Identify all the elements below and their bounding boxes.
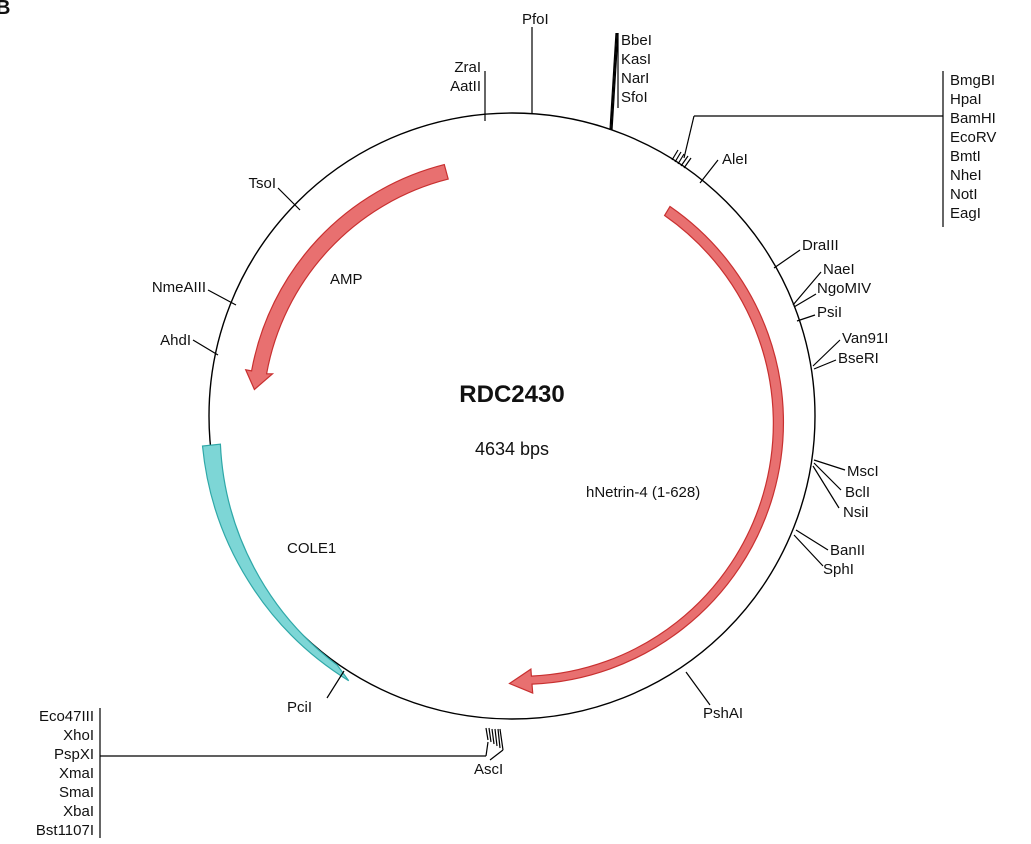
site-nmeaiii: NmeAIII (152, 279, 237, 306)
svg-text:Eco47III: Eco47III (39, 708, 94, 725)
svg-text:NotI: NotI (950, 186, 978, 203)
svg-text:XmaI: XmaI (59, 765, 94, 782)
svg-text:EcoRV: EcoRV (950, 129, 996, 146)
svg-text:NarI: NarI (621, 70, 649, 87)
svg-text:NaeI: NaeI (823, 261, 855, 278)
plasmid-name: RDC2430 (459, 381, 564, 408)
svg-text:Van91I: Van91I (842, 330, 888, 347)
svg-text:SfoI: SfoI (621, 89, 648, 106)
svg-text:PspXI: PspXI (54, 746, 94, 763)
amp-feature-arrow (244, 163, 449, 391)
plasmid-size: 4634 bps (475, 439, 549, 459)
svg-text:AleI: AleI (722, 151, 748, 168)
svg-text:BamHI: BamHI (950, 110, 996, 127)
svg-text:PshAI: PshAI (703, 705, 743, 722)
svg-text:BseRI: BseRI (838, 350, 879, 367)
svg-text:PciI: PciI (287, 699, 312, 716)
site-zrai-aatii: ZraI AatII (450, 59, 486, 121)
svg-text:MscI: MscI (847, 463, 879, 480)
svg-text:PsiI: PsiI (817, 304, 842, 321)
svg-text:BbeI: BbeI (621, 32, 652, 49)
svg-text:BclI: BclI (845, 484, 870, 501)
svg-text:PfoI: PfoI (522, 11, 549, 28)
plasmid-backbone (208, 112, 816, 720)
site-banii-sphi: BanII SphI (793, 529, 865, 578)
svg-text:Bst1107I: Bst1107I (36, 822, 94, 839)
site-naei-ngomiv: NaeI NgoMIV (792, 261, 871, 308)
svg-text:TsoI: TsoI (248, 175, 276, 192)
site-ahdi: AhdI (160, 332, 219, 356)
svg-text:AhdI: AhdI (160, 332, 191, 349)
svg-text:DraIII: DraIII (802, 237, 839, 254)
svg-text:KasI: KasI (621, 51, 651, 68)
site-pcii: PciI (287, 670, 345, 716)
site-van91i-bseri: Van91I BseRI (812, 330, 888, 370)
site-msci-bcli-nsii: MscI BclI NsiI (812, 459, 879, 521)
mcs-right-cluster: BmgBI HpaI BamHI EcoRV BmtI NheI NotI Ea… (671, 71, 996, 227)
svg-text:SmaI: SmaI (59, 784, 94, 801)
site-asci: AscI (474, 749, 504, 778)
svg-text:ZraI: ZraI (454, 59, 481, 76)
svg-text:AatII: AatII (450, 78, 481, 95)
site-psii: PsiI (796, 304, 842, 322)
svg-text:AscI: AscI (474, 761, 503, 778)
site-pshai: PshAI (685, 671, 743, 722)
svg-text:XbaI: XbaI (63, 803, 94, 820)
cole1-feature-arc (201, 443, 350, 682)
site-pfoi: PfoI (522, 11, 549, 114)
svg-text:SphI: SphI (823, 561, 854, 578)
svg-text:EagI: EagI (950, 205, 981, 222)
svg-text:NsiI: NsiI (843, 504, 869, 521)
feature-label-netrin: hNetrin-4 (1-628) (586, 484, 700, 501)
feature-label-cole1: COLE1 (287, 540, 336, 557)
svg-text:BanII: BanII (830, 542, 865, 559)
site-tsoi: TsoI (248, 175, 301, 211)
svg-text:NheI: NheI (950, 167, 982, 184)
site-alei: AleI (699, 151, 748, 184)
netrin-feature-arrow (508, 205, 785, 695)
svg-text:BmgBI: BmgBI (950, 72, 995, 89)
svg-text:HpaI: HpaI (950, 91, 982, 108)
svg-text:BmtI: BmtI (950, 148, 981, 165)
svg-text:XhoI: XhoI (63, 727, 94, 744)
site-bbei-kasi-nari-sfoi: BbeI KasI NarI SfoI (609, 32, 652, 131)
mcs-left-cluster: Eco47III XhoI PspXI XmaI SmaI XbaI Bst11… (36, 708, 504, 839)
svg-text:NgoMIV: NgoMIV (817, 280, 871, 297)
site-draiii: DraIII (773, 237, 839, 269)
panel-letter: B (0, 0, 10, 19)
svg-text:NmeAIII: NmeAIII (152, 279, 206, 296)
feature-label-amp: AMP (330, 271, 363, 288)
